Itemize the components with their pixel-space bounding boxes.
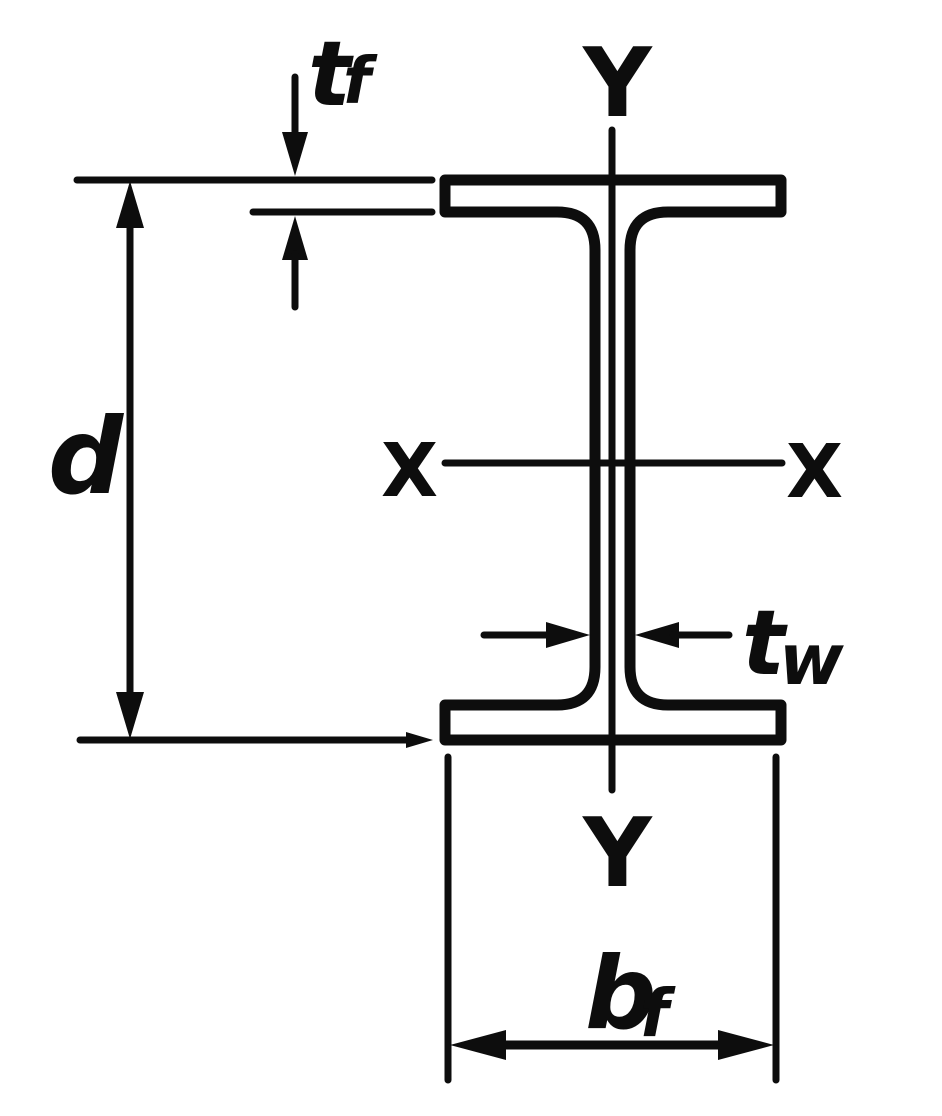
web-thickness-arrow-left <box>480 622 590 648</box>
flange-width-label-sub: f <box>640 975 676 1052</box>
x-axis-label-right: X <box>786 429 843 515</box>
depth-label: d <box>48 396 125 518</box>
i-beam-outline <box>439 174 787 746</box>
x-axis-label-left: X <box>381 428 438 514</box>
flange-width-left-arrowhead-icon <box>450 1030 506 1060</box>
flange-thickness-arrow-down <box>282 73 308 176</box>
extension-line-bottom-arrowhead-icon <box>406 732 433 748</box>
web-thickness-arrow-right <box>635 622 733 648</box>
y-axis-label-bottom: Y <box>582 799 653 909</box>
flange-thickness-label-sub: f <box>343 45 378 119</box>
flange-thickness-down-arrowhead-icon <box>282 132 308 176</box>
depth-dimension-arrow <box>116 181 144 739</box>
flange-width-label: b f <box>585 935 676 1052</box>
flange-thickness-arrow-up <box>282 216 308 311</box>
flange-thickness-up-arrowhead-icon <box>282 216 308 260</box>
web-thickness-label-sub: w <box>779 619 844 701</box>
web-thickness-label: t w <box>742 591 844 701</box>
flange-width-dimension-arrow <box>450 1030 774 1060</box>
y-axis-label-top: Y <box>582 29 653 139</box>
web-thickness-label-base: t <box>742 591 788 696</box>
extension-line-bottom <box>76 732 433 748</box>
depth-arrowhead-top-icon <box>116 181 144 228</box>
flange-thickness-label-base: t <box>308 22 354 127</box>
flange-thickness-label: t f <box>308 22 378 127</box>
flange-width-right-arrowhead-icon <box>718 1030 774 1060</box>
flange-width-label-base: b <box>585 935 657 1052</box>
web-thickness-right-arrowhead-icon <box>635 622 679 648</box>
web-thickness-left-arrowhead-icon <box>546 622 590 648</box>
depth-arrowhead-bottom-icon <box>116 692 144 739</box>
